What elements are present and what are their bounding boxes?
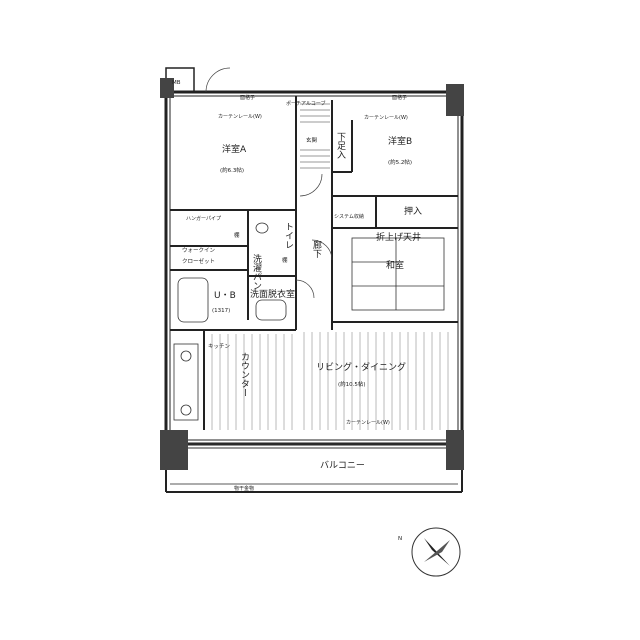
fixtures bbox=[173, 222, 287, 421]
outer-walls bbox=[164, 67, 464, 493]
interior-walls bbox=[170, 96, 458, 430]
label-toilet: トイレ bbox=[283, 222, 294, 249]
label-living-size: (約10.5帖) bbox=[338, 380, 366, 388]
label-alcove: ポーチアルコーブ bbox=[286, 100, 326, 107]
label-unit-bath: U・B bbox=[214, 291, 236, 301]
balcony-window bbox=[188, 443, 446, 449]
label-shelf-a: 棚 bbox=[234, 231, 240, 239]
label-entrance: 玄関 bbox=[306, 136, 318, 144]
label-counter: カウンター bbox=[239, 352, 250, 397]
label-grille-right: 面格子 bbox=[392, 94, 407, 101]
label-room-b: 洋室B bbox=[388, 135, 412, 147]
flooring-lines bbox=[211, 332, 449, 430]
compass-icon bbox=[411, 527, 461, 577]
label-compass-n: N bbox=[398, 536, 402, 542]
tatami-grid bbox=[351, 237, 445, 311]
label-curtain-rail-top-left: カーテンレール(W) bbox=[218, 114, 262, 120]
label-curtain-rail-bottom: カーテンレール(W) bbox=[346, 420, 390, 426]
label-living: リビング・ダイニング bbox=[316, 361, 406, 373]
label-kitchen: キッチン bbox=[208, 343, 231, 350]
label-railing: 物干金物 bbox=[234, 485, 254, 492]
label-room-a-size: (約6.3帖) bbox=[220, 166, 244, 174]
label-shoe-rack: 下足入 bbox=[335, 132, 346, 159]
label-hanger-pipe: ハンガーパイプ bbox=[186, 215, 221, 222]
label-washer-pan: 洗濯パン bbox=[251, 253, 262, 290]
label-closet: クローゼット bbox=[182, 257, 215, 265]
label-raised-ceiling: 折上げ天井 bbox=[376, 231, 421, 243]
label-walk-in: ウォークイン bbox=[182, 246, 216, 254]
label-grille-left: 面格子 bbox=[240, 94, 255, 101]
columns bbox=[160, 78, 464, 470]
label-oshiire: 押入 bbox=[404, 205, 422, 217]
label-mb: MB bbox=[172, 80, 181, 86]
label-system-storage: システム収納 bbox=[334, 213, 364, 220]
label-washitsu: 和室 bbox=[386, 259, 404, 271]
label-room-a: 洋室A bbox=[222, 143, 247, 155]
door-swings bbox=[205, 67, 333, 299]
label-room-b-size: (約5.2帖) bbox=[388, 158, 412, 166]
label-curtain-rail-top-right: カーテンレール(W) bbox=[364, 115, 408, 121]
label-hall: 廊下 bbox=[311, 239, 322, 259]
label-dressing-room: 洗面脱衣室 bbox=[250, 288, 295, 300]
entrance-steps bbox=[300, 103, 330, 169]
label-unit-bath-size: (1317) bbox=[212, 308, 230, 314]
label-balcony: バルコニー bbox=[320, 460, 365, 471]
label-shelf-b: 棚 bbox=[282, 256, 288, 264]
